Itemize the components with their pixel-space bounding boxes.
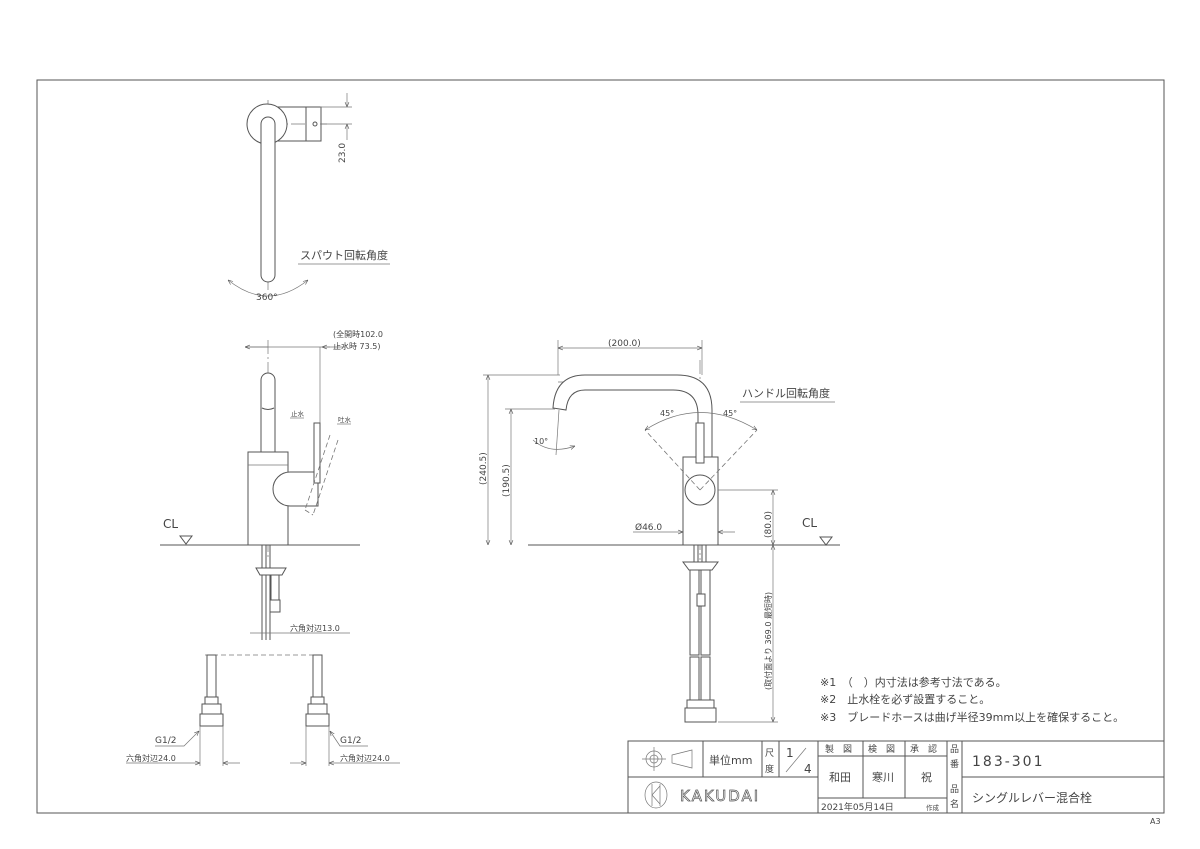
part-name-label-2: 名 <box>950 798 959 810</box>
drawn-header: 製 図 <box>825 743 852 755</box>
scale-numerator: 1 <box>786 746 794 760</box>
checked-by: 寒川 <box>872 770 894 784</box>
handle-rotation-label: ハンドル回転角度 <box>742 386 830 400</box>
dim-full-open: (全開時102.0 <box>333 329 383 339</box>
part-no-label-1: 品 <box>950 744 959 755</box>
note-3: ※3 ブレードホースは曲げ半径39mm以上を確保すること。 <box>820 710 1124 724</box>
dim-369: (取付面より 369.0 最短時) <box>763 592 773 690</box>
part-name: シングルレバー混合栓 <box>972 790 1092 805</box>
notes: ※1 （ ）内寸法は参考寸法である。 ※2 止水栓を必ず設置すること。 ※3 ブ… <box>820 675 1124 724</box>
note-2: ※2 止水栓を必ず設置すること。 <box>820 692 990 706</box>
angle-10: 10° <box>534 437 548 446</box>
dim-190: (190.5) <box>502 464 512 497</box>
spout-angle: 360° <box>256 293 278 303</box>
label-discharge: 吐水 <box>338 415 352 424</box>
projection-symbol-icon <box>642 747 693 771</box>
scale-label-2: 度 <box>765 763 774 775</box>
lever-side <box>313 422 321 484</box>
drawing-frame <box>36 79 1165 814</box>
angle-right: 45° <box>723 409 737 418</box>
part-no-label-2: 番 <box>950 758 959 770</box>
dim-200: (200.0) <box>608 339 641 349</box>
approved-header: 承 認 <box>910 743 937 755</box>
part-name-label-1: 品 <box>950 784 959 795</box>
dim-80: (80.0) <box>764 511 774 538</box>
dim-23: 23.0 <box>338 143 348 163</box>
g-right: G1/2 <box>340 736 361 746</box>
top-view: 23.0 スパウト回転角度 360° <box>228 93 390 303</box>
spout-front <box>552 374 713 463</box>
date: 2021年05月14日 <box>821 801 894 813</box>
g-left: G1/2 <box>155 736 176 746</box>
dim-closed: 止水時 73.5) <box>333 341 380 351</box>
unit-label: 単位mm <box>709 753 752 767</box>
hex-24-right: 六角対辺24.0 <box>340 753 390 763</box>
note-1: ※1 （ ）内寸法は参考寸法である。 <box>820 675 1007 689</box>
created-label: 作成 <box>926 803 940 812</box>
front-view: (200.0) (240.5) (190.5) 10° 45° 45° ハンドル… <box>479 339 840 723</box>
title-block: 単位mm 尺 度 1 4 製 図 検 図 承 認 和田 寒川 祝 2021年05… <box>627 740 1165 826</box>
cl-label-side: CL <box>163 517 178 531</box>
spout-rotation-label: スパウト回転角度 <box>300 248 388 262</box>
angle-left: 45° <box>660 409 674 418</box>
drawn-by: 和田 <box>829 771 851 784</box>
kakudai-logo: KAKUDAI <box>644 781 760 809</box>
scale-denominator: 4 <box>804 762 812 776</box>
lever-front <box>695 422 705 464</box>
supply-hose-right <box>305 654 330 766</box>
part-number: 183-301 <box>972 754 1045 770</box>
label-stop: 止水 <box>291 409 305 418</box>
dim-240: (240.5) <box>479 452 489 485</box>
sheet-size: A3 <box>1150 817 1161 826</box>
hex-13: 六角対辺13.0 <box>290 623 340 633</box>
cl-label-front: CL <box>802 516 817 530</box>
checked-header: 検 図 <box>868 743 895 755</box>
approved-by: 祝 <box>921 770 932 784</box>
dia-46: Ø46.0 <box>635 522 662 533</box>
hex-24-left: 六角対辺24.0 <box>126 753 176 763</box>
brand-name: KAKUDAI <box>680 787 760 805</box>
scale-label-1: 尺 <box>765 748 774 759</box>
supply-hose-left <box>199 654 224 766</box>
side-view: (全開時102.0 止水時 73.5) 止水 吐水 CL 六角対辺13.0 <box>126 329 400 766</box>
